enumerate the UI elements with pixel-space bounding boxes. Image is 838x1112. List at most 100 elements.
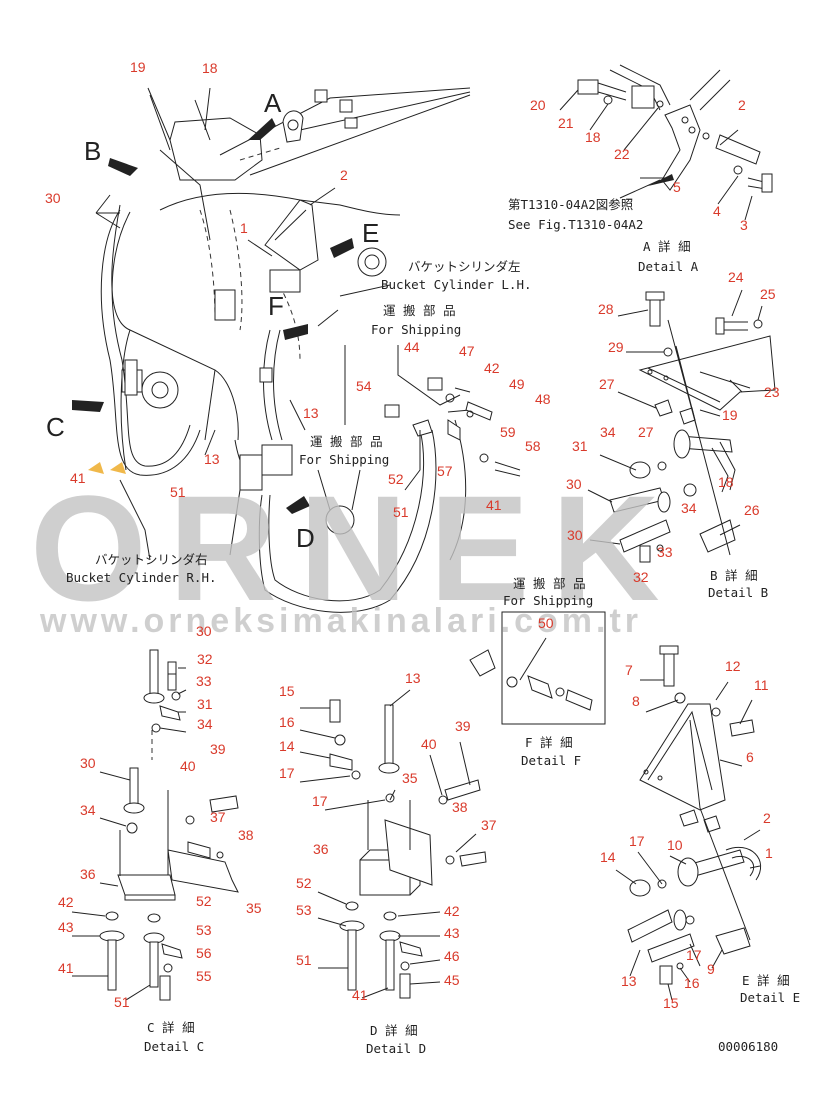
part-callout: 51 <box>170 484 186 500</box>
diagram-label: B 詳 細 <box>710 568 758 583</box>
part-callout: 2 <box>340 167 348 183</box>
part-callout: 17 <box>279 765 295 781</box>
part-callout: 22 <box>614 146 630 162</box>
diagram-label: A 詳 細 <box>643 239 691 254</box>
part-callout: 2 <box>738 97 746 113</box>
diagram-label: Bucket Cylinder L.H. <box>381 277 532 292</box>
part-callout: 19 <box>722 407 738 423</box>
watermark-logo: ORNEK <box>30 464 682 632</box>
diagram-label: 00006180 <box>718 1039 778 1054</box>
part-callout: 38 <box>452 799 468 815</box>
detail-b-drawing <box>587 289 776 563</box>
detail-f-drawing <box>469 611 606 725</box>
part-callout: 27 <box>638 424 654 440</box>
part-callout: 35 <box>246 900 262 916</box>
diagram-label: 運 搬 部 品 <box>310 434 383 449</box>
part-callout: 30 <box>567 527 583 543</box>
watermark-url: www.orneksimakinalari.com.tr <box>39 602 642 640</box>
detail-c-drawing <box>71 649 239 1001</box>
diagram-label: バケットシリンダ右 <box>95 552 208 567</box>
diagram-label: Detail A <box>638 259 699 274</box>
part-callout: 41 <box>70 470 86 486</box>
part-callout: 14 <box>279 738 295 754</box>
part-callout: 12 <box>725 658 741 674</box>
detail-a-drawing <box>559 64 773 221</box>
part-callout: 43 <box>444 925 460 941</box>
diagram-label: E 詳 細 <box>742 973 790 988</box>
part-callout: 8 <box>632 693 640 709</box>
part-callout: 41 <box>58 960 74 976</box>
part-callout: 51 <box>114 994 130 1010</box>
part-callout: 59 <box>500 424 516 440</box>
part-callout: 6 <box>746 749 754 765</box>
part-callout: 16 <box>279 714 295 730</box>
part-callout: 36 <box>313 841 329 857</box>
part-callout: 52 <box>296 875 312 891</box>
part-callout: 34 <box>681 500 697 516</box>
part-callout: B <box>84 136 101 166</box>
part-callout: 58 <box>525 438 541 454</box>
part-callout: 51 <box>393 504 409 520</box>
part-callout: 39 <box>210 741 226 757</box>
part-callout: 14 <box>600 849 616 865</box>
diagram-label: Detail D <box>366 1041 426 1056</box>
part-callout: 40 <box>421 736 437 752</box>
part-callout: 33 <box>196 673 212 689</box>
part-callout: 13 <box>303 405 319 421</box>
diagram-label: D 詳 細 <box>370 1023 418 1038</box>
part-callout: 29 <box>608 339 624 355</box>
part-callout: 9 <box>707 961 715 977</box>
diagram-label: 運 搬 部 品 <box>383 303 456 318</box>
part-callout: 46 <box>444 948 460 964</box>
part-callout: 31 <box>572 438 588 454</box>
part-callout: 49 <box>509 376 525 392</box>
part-callout: 41 <box>486 497 502 513</box>
diagram-label: For Shipping <box>299 452 389 467</box>
detail-e-drawing <box>615 645 762 1001</box>
part-callout: 57 <box>437 463 453 479</box>
part-callout: 52 <box>388 471 404 487</box>
part-callout: A <box>264 88 282 118</box>
part-callout: 17 <box>629 833 645 849</box>
part-callout: 33 <box>657 544 673 560</box>
part-callout: D <box>296 523 315 553</box>
main-assembly-drawing <box>72 87 471 613</box>
part-callout: 42 <box>444 903 460 919</box>
part-callout: 56 <box>196 945 212 961</box>
part-callout: 15 <box>663 995 679 1011</box>
shipping-parts-drawing <box>384 345 521 491</box>
part-callout: 34 <box>600 424 616 440</box>
part-callout: 10 <box>667 837 683 853</box>
diagram-label: 第T1310-04A2図参照 <box>508 197 633 212</box>
part-callout: 30 <box>80 755 96 771</box>
part-callout: 45 <box>444 972 460 988</box>
part-callout: 16 <box>684 975 700 991</box>
part-callout: 26 <box>744 502 760 518</box>
part-callout: 53 <box>296 902 312 918</box>
part-callout: 15 <box>279 683 295 699</box>
part-callout: 48 <box>535 391 551 407</box>
part-callout: 24 <box>728 269 744 285</box>
part-callout: 35 <box>402 770 418 786</box>
part-callout: 30 <box>566 476 582 492</box>
part-callout: 17 <box>686 947 702 963</box>
part-callout: 32 <box>197 651 213 667</box>
diagram-label: See Fig.T1310-04A2 <box>508 217 643 232</box>
part-callout: 20 <box>530 97 546 113</box>
diagram-label: C 詳 細 <box>147 1020 195 1035</box>
part-callout: 53 <box>196 922 212 938</box>
part-callout: 17 <box>312 793 328 809</box>
part-callout: 13 <box>621 973 637 989</box>
part-callout: 21 <box>558 115 574 131</box>
part-callout: E <box>362 218 379 248</box>
part-callout: 43 <box>58 919 74 935</box>
part-callout: F <box>268 291 284 321</box>
diagram-label: For Shipping <box>371 322 461 337</box>
part-callout: 34 <box>80 802 96 818</box>
part-callout: 7 <box>625 662 633 678</box>
part-callout: 11 <box>754 677 769 693</box>
part-callout: 42 <box>484 360 500 376</box>
